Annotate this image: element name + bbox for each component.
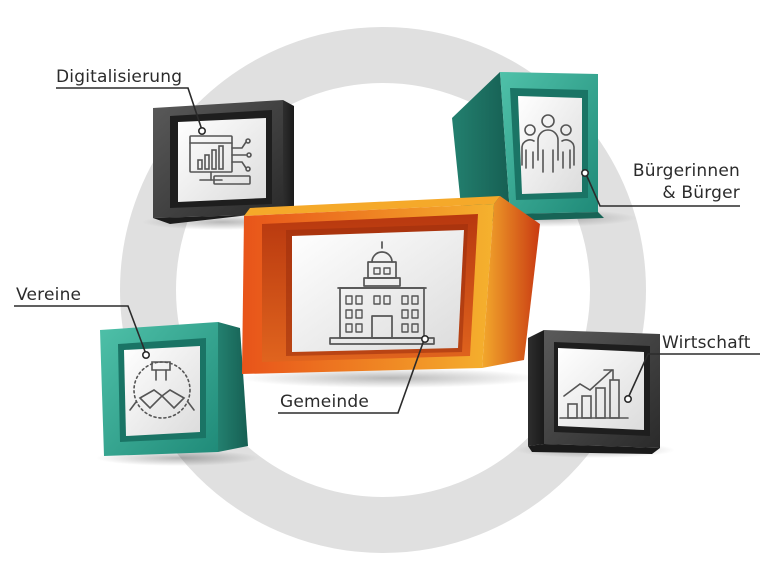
- label-buerger: Bürgerinnen & Bürger: [600, 160, 740, 204]
- computer-analytics-icon: [189, 135, 252, 185]
- node-gemeinde: [240, 196, 540, 388]
- label-digitalisierung: Digitalisierung: [56, 67, 183, 87]
- leader-digitalisierung: [56, 87, 203, 131]
- background-ring: [120, 27, 646, 553]
- node-vereine: [96, 322, 260, 466]
- people-group-icon: [521, 114, 575, 173]
- leader-vereine: [14, 305, 147, 355]
- growth-chart-icon: [559, 369, 629, 419]
- town-hall-icon: [329, 241, 435, 345]
- node-wirtschaft: [515, 330, 675, 458]
- leader-lines: [14, 87, 760, 414]
- label-buerger-line1: Bürgerinnen: [632, 161, 740, 181]
- leader-wirtschaft: [627, 353, 760, 399]
- label-vereine: Vereine: [16, 285, 82, 305]
- leader-buerger: [585, 173, 740, 207]
- label-buerger-line2: & Bürger: [662, 183, 740, 203]
- node-digitalisierung: [142, 100, 302, 230]
- leader-gemeinde: [278, 339, 425, 414]
- label-gemeinde: Gemeinde: [280, 392, 369, 412]
- teamwork-hands-icon: [129, 361, 195, 419]
- label-wirtschaft: Wirtschaft: [662, 333, 751, 353]
